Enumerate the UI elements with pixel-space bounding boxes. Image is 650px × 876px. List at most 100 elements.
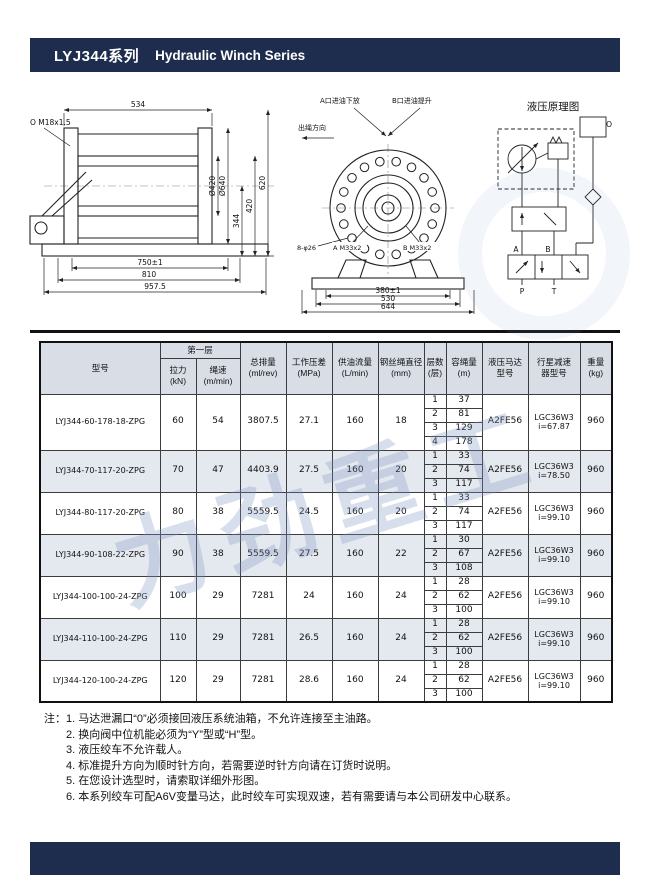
dim-380: 380±1 — [375, 286, 401, 295]
page-subtitle: Hydraulic Winch Series — [155, 47, 306, 63]
pull-cell: 60 — [159, 393, 197, 451]
thread-label-m18: O M18x1.5 — [30, 118, 71, 127]
capacity-cell: 117 — [445, 519, 483, 535]
speed-cell: 29 — [195, 617, 241, 661]
layer-number-cell: 3 — [423, 561, 447, 577]
capacity-cell: 67 — [445, 547, 483, 563]
col-header-capacity: 容绳量(m) — [445, 341, 483, 395]
note-item: 2. 换向阀中位机能必须为“Y”型或“H”型。 — [66, 728, 263, 741]
header-line: (mm) — [391, 368, 411, 379]
header-line: 重量 — [587, 357, 605, 368]
header-line: 层数 — [426, 357, 444, 368]
pull-cell: 80 — [159, 491, 197, 535]
note-item: 1. 马达泄漏口“0”必须接回液压系统油箱，不允许连接至主油路。 — [66, 713, 378, 725]
header-line: (m) — [457, 368, 471, 379]
col-header-layers: 层数(层) — [423, 341, 447, 395]
header-line: 总排量 — [250, 357, 276, 368]
col-header-first-layer: 第一层 — [159, 341, 241, 359]
capacity-cell: 117 — [445, 477, 483, 493]
displacement-cell: 7281 — [239, 659, 287, 703]
rope-dia-cell: 20 — [377, 491, 425, 535]
capacity-cell: 28 — [445, 575, 483, 591]
flow-cell: 160 — [331, 491, 379, 535]
dim-height-344: 344 — [232, 214, 241, 229]
displacement-cell: 3807.5 — [239, 393, 287, 451]
dim-810: 810 — [142, 270, 157, 279]
speed-cell: 47 — [195, 449, 241, 493]
col-header-displacement: 总排量(ml/rev) — [239, 341, 287, 395]
layer-number-cell: 1 — [423, 491, 447, 507]
layer-number-cell: 1 — [423, 659, 447, 675]
layer-number-cell: 1 — [423, 575, 447, 591]
header-line: (层) — [427, 368, 443, 379]
header-line: 液压马达 — [488, 357, 523, 368]
layer-number-cell: 1 — [423, 533, 447, 549]
port-label-t: T — [551, 287, 557, 296]
motor-cell: A2FE56 — [481, 393, 529, 451]
model-cell: LYJ344-110-100-24-ZPG — [39, 617, 161, 661]
label-b-thread: B M33x2 — [403, 244, 431, 252]
layer-number-cell: 2 — [423, 463, 447, 479]
header-line: 供油流量 — [338, 357, 373, 368]
pressure-cell: 24.5 — [285, 491, 333, 535]
layer-number-cell: 3 — [423, 519, 447, 535]
footer-bar — [30, 842, 620, 875]
header-line: 容绳量 — [451, 357, 477, 368]
col-header-model: 型号 — [39, 341, 161, 395]
capacity-cell: 33 — [445, 491, 483, 507]
layer-number-cell: 2 — [423, 673, 447, 689]
motor-cell: A2FE56 — [481, 491, 529, 535]
motor-cell: A2FE56 — [481, 533, 529, 577]
model-cell: LYJ344-80-117-20-ZPG — [39, 491, 161, 535]
speed-cell: 29 — [195, 659, 241, 703]
note-item: 3. 液压绞车不允许载人。 — [66, 744, 189, 756]
capacity-cell: 37 — [445, 393, 483, 409]
label-a-thread: A M33x2 — [333, 244, 361, 252]
side-view-drawing: 534 O M18x1.5 Ø420 Ø640 344 420 620 750±… — [28, 100, 288, 306]
flow-cell: 160 — [331, 393, 379, 451]
layer-number-cell: 3 — [423, 645, 447, 661]
displacement-cell: 7281 — [239, 617, 287, 661]
pull-cell: 100 — [159, 575, 197, 619]
dim-dia-420: Ø420 — [208, 176, 217, 196]
pressure-cell: 27.1 — [285, 393, 333, 451]
note-item: 4. 标准提升方向为顺时针方向，若需要逆时针方向请在订货时说明。 — [66, 759, 398, 772]
capacity-cell: 74 — [445, 505, 483, 521]
col-header-weight: 重量(kg) — [579, 341, 613, 395]
capacity-cell: 100 — [445, 645, 483, 661]
pull-cell: 110 — [159, 617, 197, 661]
dim-width-534: 534 — [131, 100, 146, 109]
header-line: 工作压差 — [292, 357, 327, 368]
divider-rule — [30, 330, 620, 333]
front-view-drawing: A口进油下放 B口进油提升 出绳方向 A M33x2 B M33x2 8-φ26… — [296, 92, 481, 314]
displacement-cell: 4403.9 — [239, 449, 287, 493]
model-cell: LYJ344-120-100-24-ZPG — [39, 659, 161, 703]
col-header-pull: 拉力(kN) — [159, 357, 197, 395]
notes-list: 1. 马达泄漏口“0”必须接回液压系统油箱，不允许连接至主油路。 2. 换向阀中… — [66, 712, 517, 805]
dim-dia-640: Ø640 — [218, 176, 227, 196]
header-line: (ml/rev) — [248, 368, 278, 379]
header-line: 器型号 — [541, 368, 567, 379]
weight-cell: 960 — [579, 491, 613, 535]
page-title: LYJ344系列 — [54, 47, 140, 65]
col-header-flow: 供油流量(L/min) — [331, 341, 379, 395]
label-b-port: B口进油提升 — [392, 96, 432, 105]
flow-cell: 160 — [331, 449, 379, 493]
flow-cell: 160 — [331, 659, 379, 703]
capacity-cell: 81 — [445, 407, 483, 423]
capacity-cell: 62 — [445, 631, 483, 647]
layer-number-cell: 4 — [423, 435, 447, 451]
capacity-cell: 178 — [445, 435, 483, 451]
header-bar: LYJ344系列 Hydraulic Winch Series — [30, 38, 620, 72]
capacity-cell: 62 — [445, 589, 483, 605]
header-line: 绳速 — [209, 364, 227, 375]
